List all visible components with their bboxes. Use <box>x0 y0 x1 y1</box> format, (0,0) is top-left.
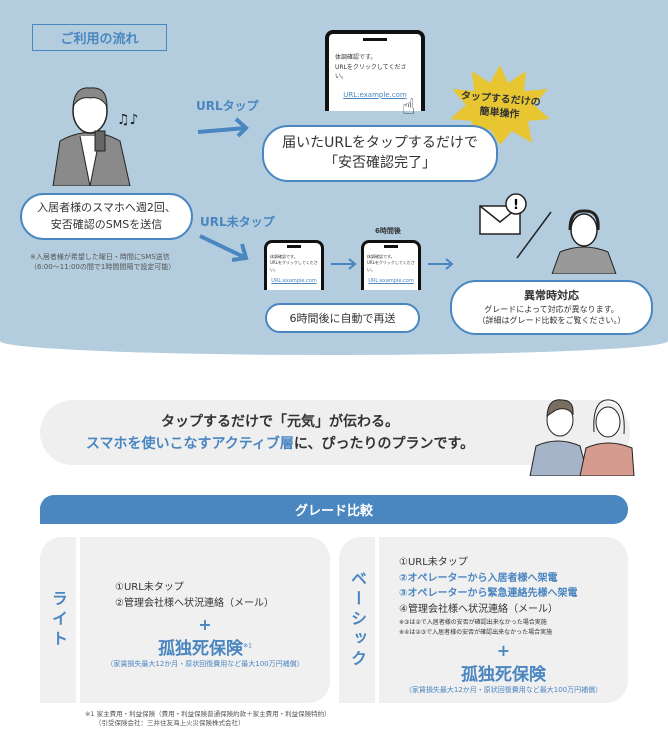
tagline-line-1: タップするだけで「元気」が伝わる。 <box>161 414 399 430</box>
arrow-right-icon <box>428 258 454 270</box>
phone-speaker <box>363 38 387 41</box>
plan-item: ③オペレーターから緊急連絡先様へ架電 <box>399 588 578 599</box>
url-untap-label: URL未タップ <box>200 215 275 229</box>
phone-url-link: URL:example.com <box>271 278 317 285</box>
abnormal-title: 異常時対応 <box>524 288 579 302</box>
phone-small-2: 体調確認です。 URLをクリックしてください。 URL:example.com <box>361 240 421 290</box>
operator-illustration <box>551 209 617 274</box>
plus-sign: + <box>496 641 511 660</box>
resend-pill: 6時間後に自動で再送 <box>265 303 420 333</box>
plan-name-lite: ライト <box>40 537 80 703</box>
plan-card-lite: ライト ①URL未タップ ②管理会社様へ状況連絡（メール） + 孤独死保険※1 … <box>40 537 330 703</box>
sms-note: ※入居者様が希望した曜日・時間にSMS送信 （6:00～11:00の間で1時間間… <box>30 253 175 273</box>
abnormal-line: グレードによって対応が異なります。 <box>484 304 619 314</box>
phone-text: URLをクリックしてください。 <box>270 260 318 272</box>
phone-mockup: 体調確認です。 URLをクリックしてください。 URL:example.com <box>325 30 425 111</box>
phone-text: URLをクリックしてください。 <box>367 260 415 272</box>
insurance-detail: （家賃損失最大12か月・原状回復費用など最大100万円補償） <box>106 660 304 668</box>
footnote: ※1 家主費用・利益保険（費用・利益保険普通保険約款＋家主費用・利益保険特約） … <box>85 710 331 728</box>
phone-small-1: 体調確認です。 URLをクリックしてください。 URL:example.com <box>264 240 324 290</box>
hand-pointer-icon: ☝ <box>402 95 416 120</box>
tap-result-bubble: 届いたURLをタップするだけで 「安否確認完了」 <box>262 125 498 182</box>
grade-comparison-header: グレード比較 <box>40 495 628 524</box>
insurance-name: 孤独死保険 <box>158 639 244 659</box>
arrow-down-right-icon <box>199 234 249 262</box>
sms-info-box: 入居者様のスマホへ週2回、 安否確認のSMSを送信 <box>20 193 193 240</box>
phone-url-link: URL:example.com <box>368 278 414 285</box>
senior-man-illustration: ♫♪ <box>52 87 139 186</box>
plan-item: ①URL未タップ <box>399 557 468 568</box>
svg-text:♫♪: ♫♪ <box>117 112 139 128</box>
tap-result-line: 届いたURLをタップするだけで <box>282 134 478 151</box>
insurance-name: 孤独死保険 <box>461 665 546 685</box>
tagline-banner: タップするだけで「元気」が伝わる。 スマホを使いこなすアクティブ層に、ぴったりの… <box>40 400 630 465</box>
flow-title: ご利用の流れ <box>32 24 167 51</box>
plus-sign: + <box>198 615 212 634</box>
plan-note: ※④は②③で入居者様の安否が確認出来なかった場合実施 <box>399 629 553 637</box>
abnormal-response-box: 異常時対応 グレードによって対応が異なります。 （詳細はグレード比較をご覧くださ… <box>450 280 653 335</box>
phone-text: 体調確認です。 <box>270 254 298 259</box>
tagline-rest: に、ぴったりのプランです。 <box>293 435 475 452</box>
six-hours-label: 6時間後 <box>375 227 401 235</box>
footnote-mark: ※1 <box>243 642 252 650</box>
mail-alert-icon: ! <box>479 193 527 235</box>
tagline-highlight: スマホを使いこなすアクティブ層 <box>85 435 294 452</box>
insurance-detail: （家賃損失最大12か月・原状回復費用など最大100万円補償） <box>404 686 603 694</box>
phone-url-link[interactable]: URL:example.com <box>343 90 407 99</box>
arrow-right-icon <box>197 117 249 138</box>
plan-item: ②オペレーターから入居者様へ架電 <box>399 572 558 584</box>
plan-note: ※③は②で入居者様の安否が確認出来なかった場合実施 <box>399 619 547 626</box>
svg-text:!: ! <box>513 198 519 213</box>
footnote-line: ※1 家主費用・利益保険（費用・利益保険普通保険約款＋家主費用・利益保険特約） <box>85 710 331 718</box>
sms-line-1: 入居者様のスマホへ週2回、 <box>37 201 176 214</box>
couple-illustration <box>529 399 635 476</box>
arrow-right-icon <box>331 258 357 270</box>
tap-result-line: 「安否確認完了」 <box>324 154 436 171</box>
plan-name-basic: ベーシック <box>339 537 379 703</box>
phone-text: URLをクリックしてください。 <box>335 63 407 81</box>
phone-text: 体調確認です。 <box>335 54 377 61</box>
plan-item: ④管理会社様へ状況連絡（メール） <box>399 603 558 615</box>
phone-text: 体調確認です。 <box>367 254 395 259</box>
sms-note-line: （6:00～11:00の間で1時間間隔で設定可能） <box>30 262 176 271</box>
sms-line-2: 安否確認のSMSを送信 <box>50 217 163 231</box>
url-tap-label: URLタップ <box>196 99 259 113</box>
plan-item: ①URL未タップ <box>115 582 184 593</box>
divider-slash <box>516 211 552 259</box>
sms-note-line: ※入居者様が希望した曜日・時間にSMS送信 <box>30 253 170 261</box>
phone-speaker <box>383 245 399 248</box>
phone-speaker <box>286 245 302 248</box>
plan-card-basic: ベーシック ①URL未タップ ②オペレーターから入居者様へ架電 ③オペレーターか… <box>339 537 628 703</box>
footnote-line: （引受保険会社：三井住友海上火災保険株式会社） <box>95 719 245 728</box>
abnormal-line: （詳細はグレード比較をご覧ください。） <box>477 316 626 326</box>
plan-item: ②管理会社様へ状況連絡（メール） <box>115 597 274 609</box>
